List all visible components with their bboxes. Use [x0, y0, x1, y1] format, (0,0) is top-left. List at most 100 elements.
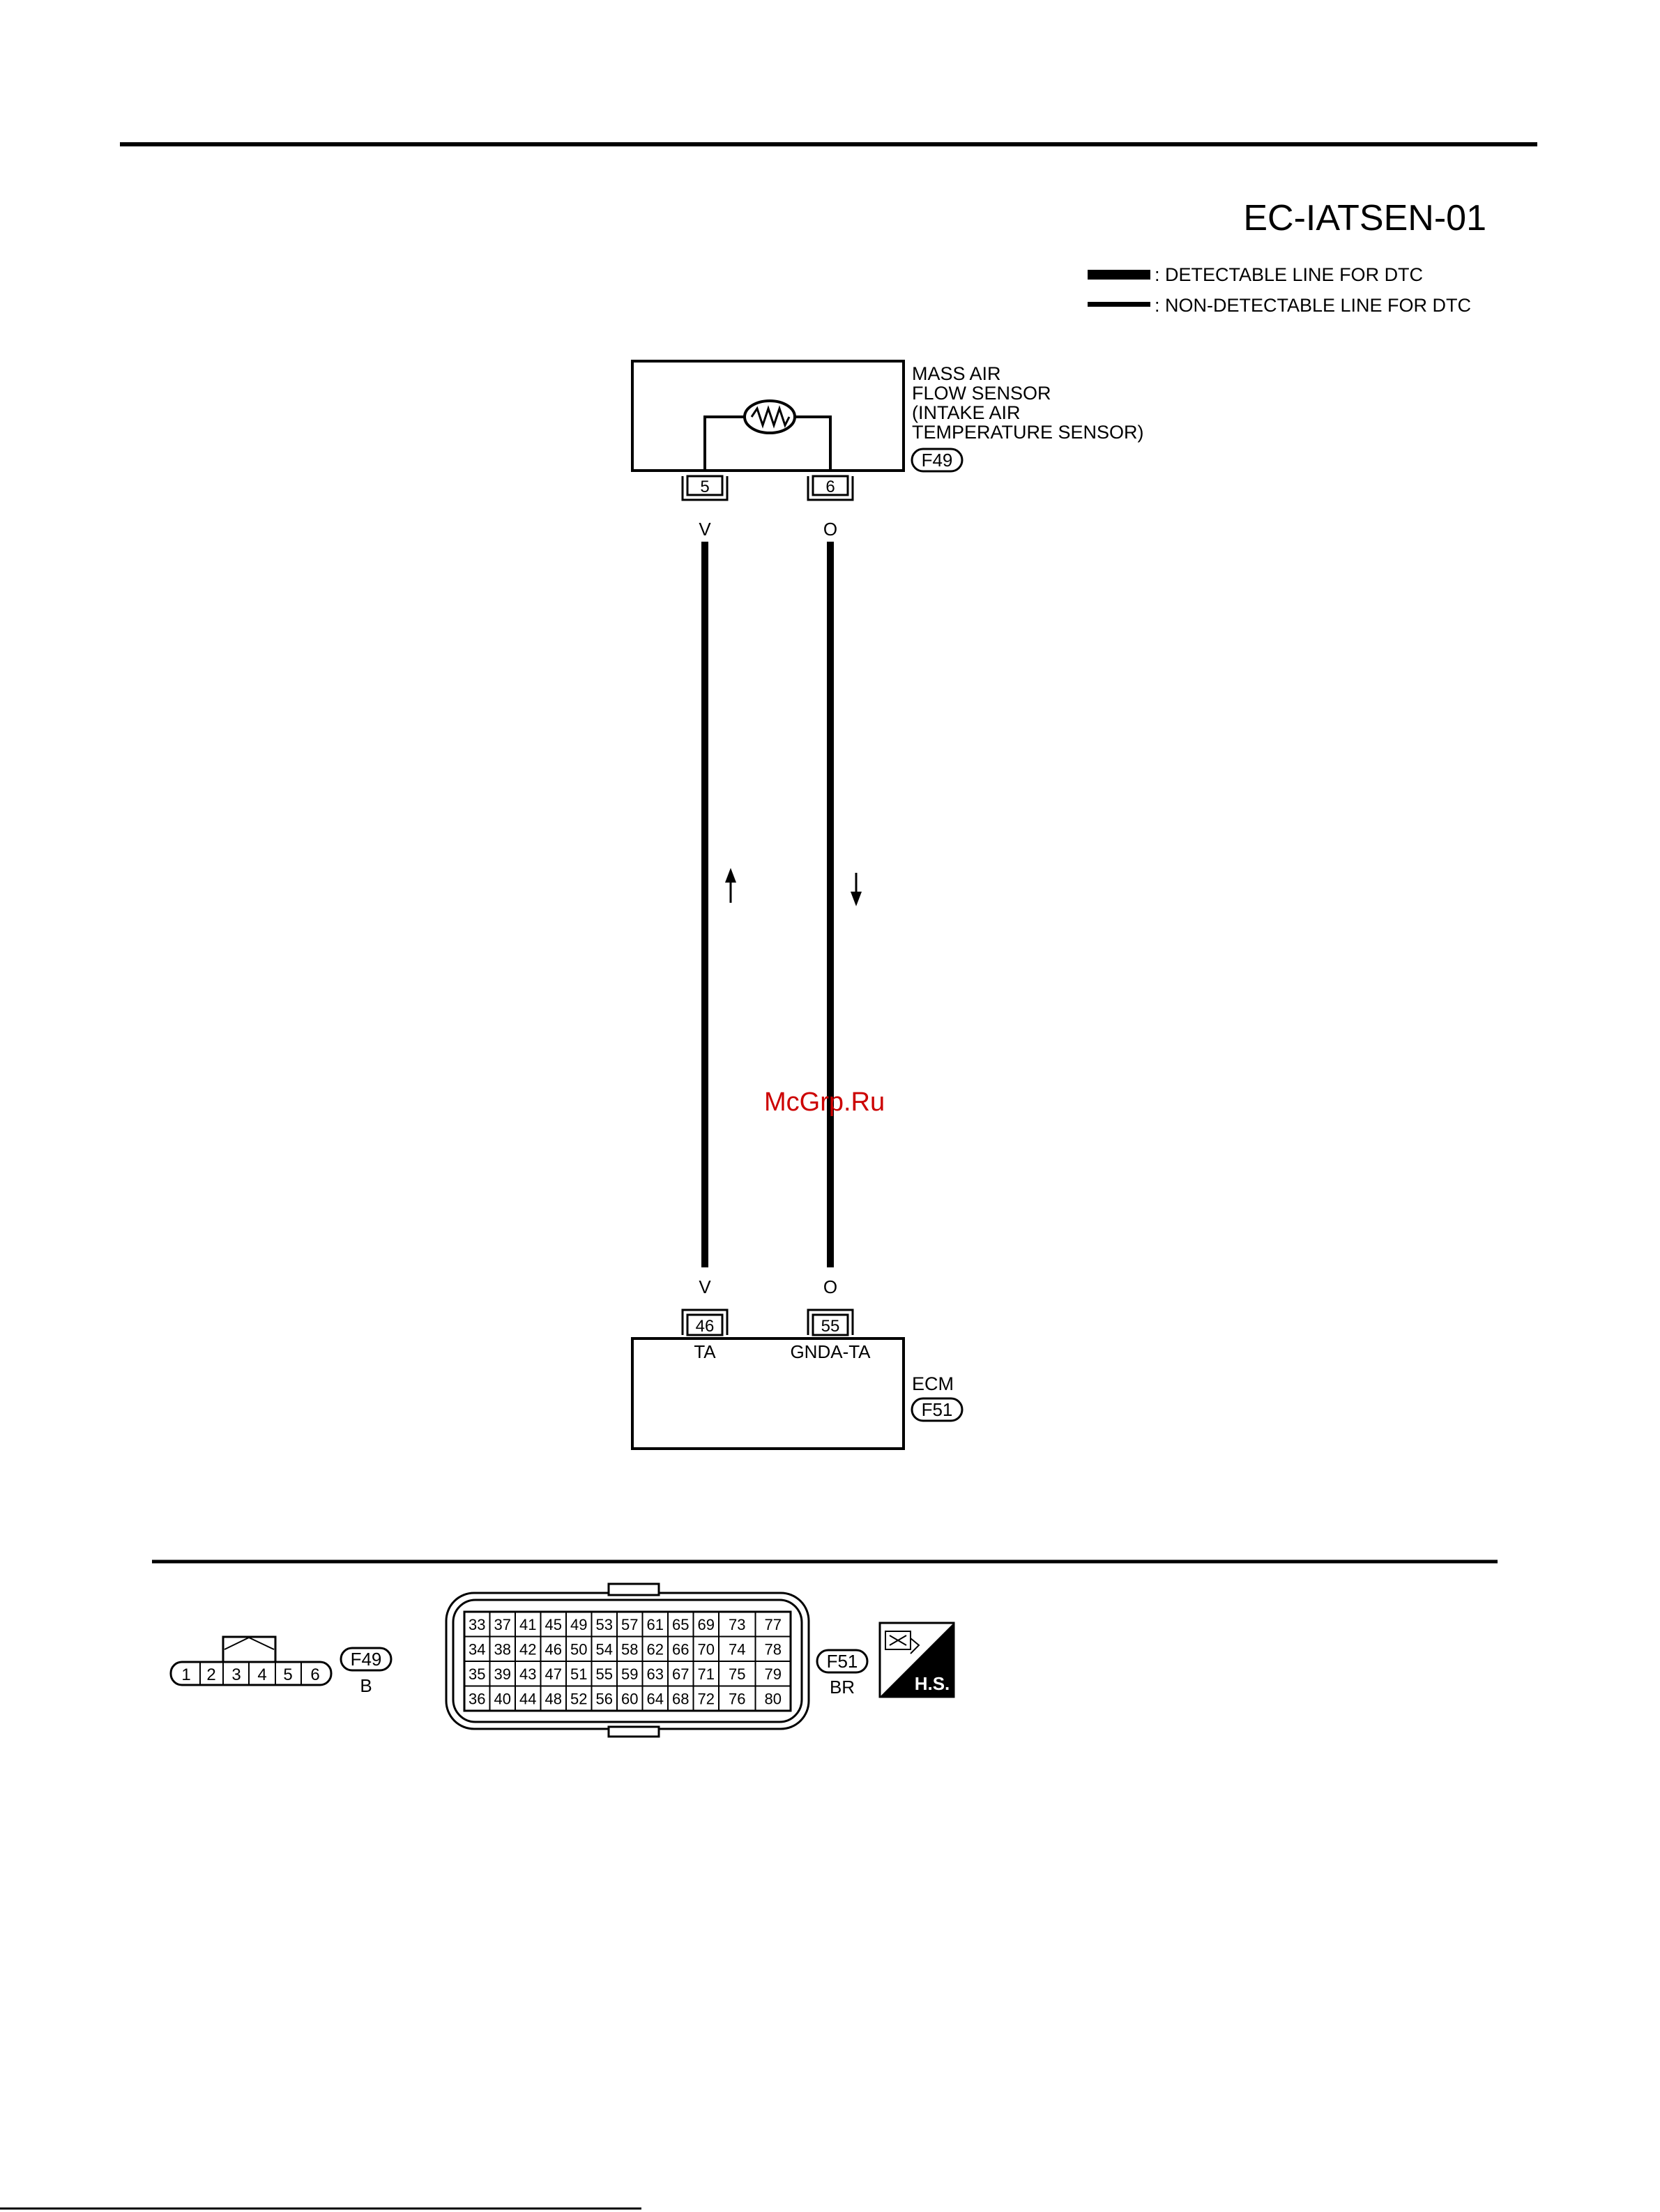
f51-pin-number: 49	[570, 1616, 587, 1633]
ecm-box	[631, 1337, 905, 1450]
connector-f49-face: 1 2 3 4 5 6	[169, 1635, 333, 1686]
legend-non-detectable-swatch	[1088, 302, 1150, 307]
f51-pin-number: 38	[494, 1641, 511, 1658]
ecm-pin-55: 55	[807, 1309, 854, 1336]
wire-1-color-bottom: V	[699, 1276, 711, 1297]
f51-pin-cell	[754, 1685, 791, 1711]
f51-pin-number: 62	[647, 1641, 664, 1658]
harness-connector-icon	[885, 1631, 920, 1654]
f51-pin-number: 60	[621, 1691, 638, 1708]
ecm-pin-label-ta: TA	[694, 1341, 716, 1362]
sensor-internal-wire	[703, 415, 745, 471]
f51-pin-number: 79	[765, 1665, 782, 1683]
f51-pin-number: 48	[545, 1691, 562, 1708]
f51-pin-number: 46	[545, 1641, 562, 1658]
f51-pin-number: 59	[621, 1665, 638, 1683]
hs-badge-label: H.S.	[915, 1673, 950, 1694]
connector-f51-id: F51 BR	[816, 1649, 869, 1698]
sensor-internal-wire-right	[795, 415, 832, 471]
f49-pin-3: 3	[231, 1665, 241, 1684]
wire-2-color-top: O	[823, 519, 837, 540]
f51-pin-number: 68	[672, 1691, 689, 1708]
ecm-pin-55-label: 55	[821, 1317, 840, 1336]
f51-pin-number: 65	[672, 1616, 689, 1633]
ecm: TA GNDA-TA ECM F51	[631, 1337, 964, 1450]
f51-pin-number: 71	[698, 1665, 715, 1683]
ecm-pin-46-label: 46	[696, 1317, 715, 1336]
sensor-name-line-2: FLOW SENSOR	[912, 383, 1051, 404]
f49-color-code: B	[360, 1675, 372, 1696]
mass-air-flow-sensor: MASS AIR FLOW SENSOR (INTAKE AIR TEMPERA…	[631, 360, 1144, 473]
diagram-title: EC-IATSEN-01	[1243, 198, 1486, 238]
sensor-pin-5-label: 5	[700, 478, 709, 496]
sensor-name-line-1: MASS AIR	[912, 363, 1001, 384]
thermistor-zigzag	[750, 405, 791, 429]
ecm-name: ECM	[912, 1373, 954, 1394]
legend-detectable-label: : DETECTABLE LINE FOR DTC	[1155, 264, 1423, 285]
ecm-connector-tag	[911, 1397, 964, 1422]
f51-pin-number: 53	[596, 1616, 613, 1633]
f51-pin-number: 55	[596, 1665, 613, 1683]
f49-pin-6: 6	[310, 1665, 319, 1684]
wire-2-color-bottom: O	[823, 1276, 837, 1297]
f51-pin-number: 77	[765, 1616, 782, 1633]
arrow-down-icon	[851, 873, 862, 906]
f51-pin-number: 50	[570, 1641, 587, 1658]
f51-pin-number: 66	[672, 1641, 689, 1658]
sensor-pin-6-label: 6	[825, 478, 835, 496]
legend-non-detectable-label: : NON-DETECTABLE LINE FOR DTC	[1155, 295, 1471, 316]
arrow-up-icon	[725, 868, 736, 903]
f51-pin-number: 44	[519, 1691, 536, 1708]
sensor-box	[631, 360, 905, 472]
f51-pin-number: 73	[729, 1616, 745, 1633]
f51-color-code: BR	[830, 1677, 855, 1698]
f51-pin-number: 64	[647, 1691, 664, 1708]
f51-pin-number: 74	[729, 1641, 745, 1658]
f51-pin-number: 41	[519, 1616, 536, 1633]
f51-pin-number: 39	[494, 1665, 511, 1683]
f51-pin-number: 58	[621, 1641, 638, 1658]
f51-pin-number: 61	[647, 1616, 664, 1633]
f51-pin-number: 37	[494, 1616, 511, 1633]
f49-pin-4: 4	[257, 1665, 266, 1684]
wire-1-color-top: V	[699, 519, 711, 540]
f51-pin-grid: 33 37 41 45 49 53 57 61 65 69 73 77 34 38 42 46 50 54 58 62…	[464, 1611, 791, 1711]
f51-pin-number: 67	[672, 1665, 689, 1683]
sensor-connector-id: F49	[922, 450, 953, 471]
f51-pin-number: 47	[545, 1665, 562, 1683]
f51-pin-number: 75	[729, 1665, 745, 1683]
f51-pin-number: 57	[621, 1616, 638, 1633]
f51-pin-number: 69	[698, 1616, 715, 1633]
f51-pin-number: 56	[596, 1691, 613, 1708]
f51-pin-number: 63	[647, 1665, 664, 1683]
f51-pin-number: 76	[729, 1691, 745, 1708]
sensor-name-line-3: (INTAKE AIR	[912, 402, 1021, 423]
legend-detectable-swatch	[1088, 270, 1150, 280]
f49-tag-label: F49	[351, 1649, 382, 1670]
connector-f51-face: 33 37 41 45 49 53 57 61 65 69 73 77 34 38 42 46 50 54 58 62…	[445, 1582, 810, 1738]
f51-pin-number: 43	[519, 1665, 536, 1683]
f51-pin-number: 36	[469, 1691, 485, 1708]
f51-pin-number: 80	[765, 1691, 782, 1708]
f51-pin-number: 54	[596, 1641, 613, 1658]
ecm-pin-label-gnda-ta: GNDA-TA	[790, 1341, 871, 1362]
sensor-name-line-4: TEMPERATURE SENSOR)	[912, 422, 1144, 443]
legend: : DETECTABLE LINE FOR DTC : NON-DETECTAB…	[1088, 264, 1471, 316]
f51-pin-number: 52	[570, 1691, 587, 1708]
f51-pin-number: 34	[469, 1641, 485, 1658]
f49-pin-2: 2	[206, 1665, 215, 1684]
f49-pin-1: 1	[181, 1665, 190, 1684]
sensor-pin-5: 5	[681, 475, 729, 501]
sensor-pin-6: 6	[807, 475, 854, 501]
ecm-pin-46: 46	[681, 1309, 729, 1336]
f51-pin-number: 35	[469, 1665, 485, 1683]
f51-pin-number: 45	[545, 1616, 562, 1633]
f51-pin-number: 51	[570, 1665, 587, 1683]
f51-pin-number: 40	[494, 1691, 511, 1708]
f51-pin-number: 70	[698, 1641, 715, 1658]
f51-pin-number: 42	[519, 1641, 536, 1658]
f51-pin-number: 33	[469, 1616, 485, 1633]
connector-f49-id: F49 B	[340, 1647, 393, 1696]
hs-badge-icon: H.S.	[878, 1622, 955, 1698]
